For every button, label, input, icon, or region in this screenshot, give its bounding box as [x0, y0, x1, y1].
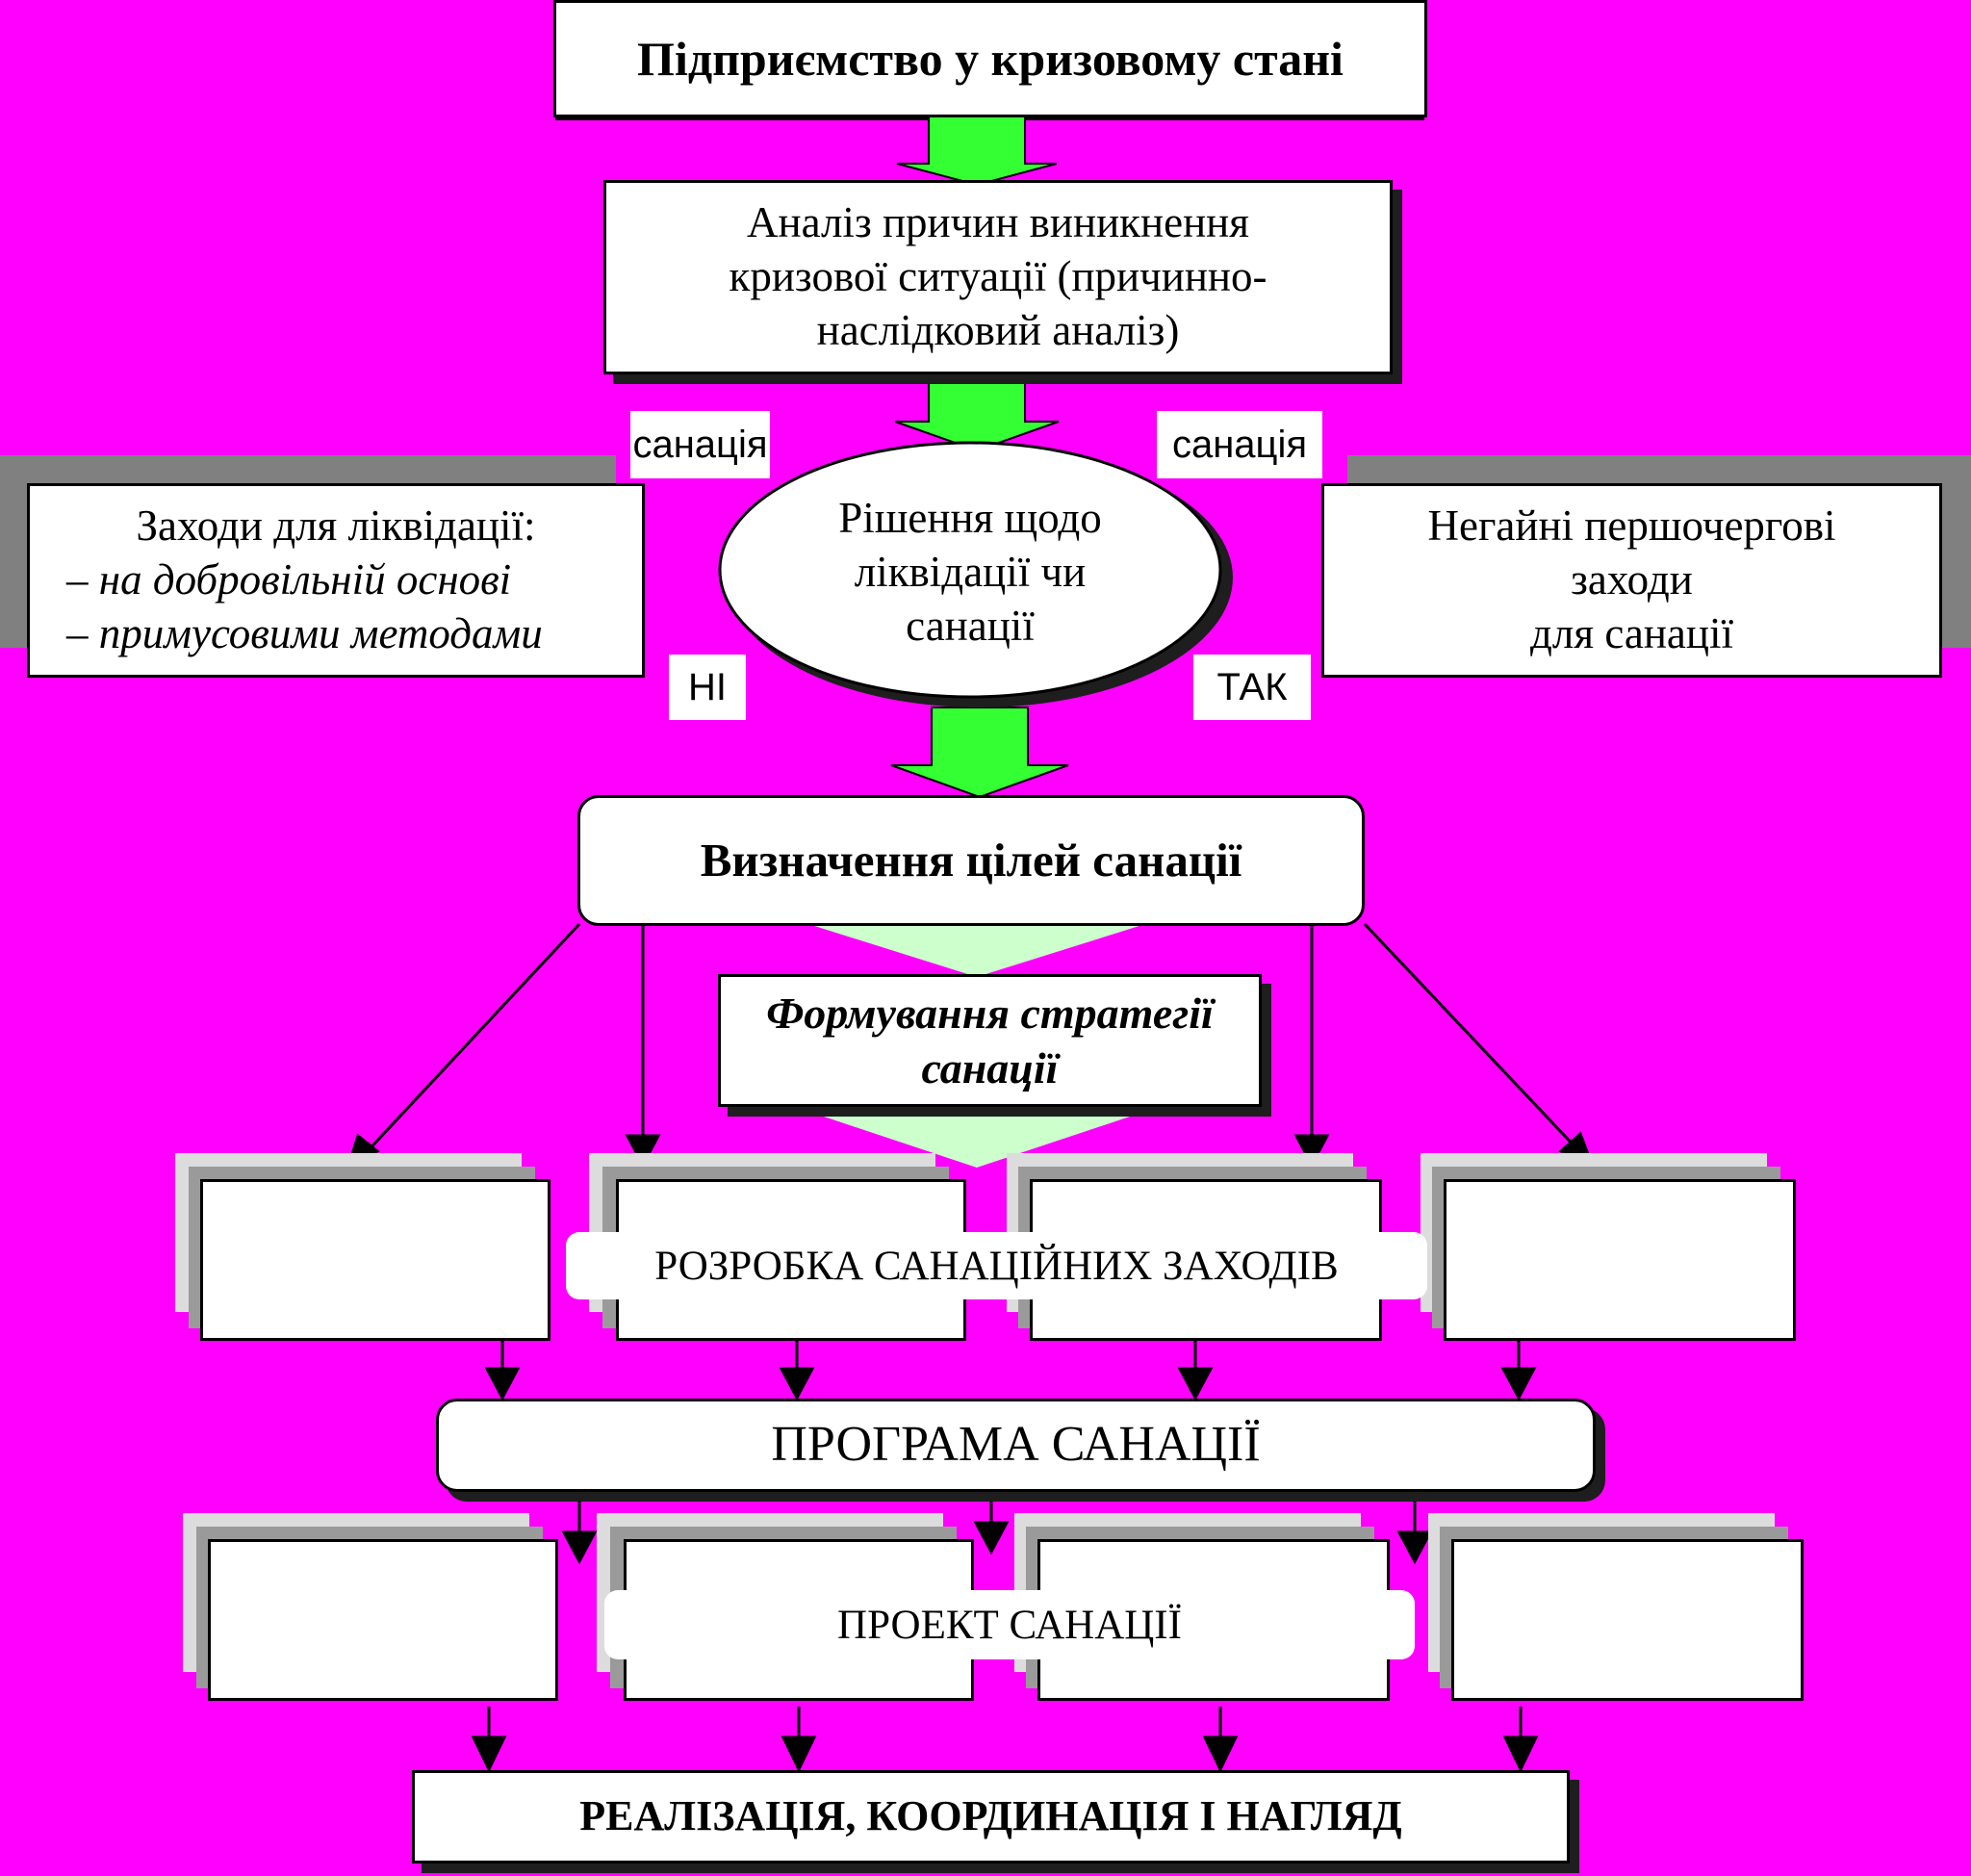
decision-text: Рішення щодо ліквідації чи санації [751, 486, 1190, 659]
decision-line-3: санації [906, 601, 1035, 650]
program-arrow-3 [1396, 1530, 1433, 1565]
project-card-1 [208, 1539, 558, 1701]
measure-arrow-4 [1500, 1367, 1537, 1401]
yes-label: ТАК [1193, 655, 1311, 720]
program-text: ПРОГРАМА САНАЦІЇ [771, 1417, 1261, 1473]
urgent-line-2: заходи [1571, 555, 1693, 604]
program-arrow-2 [973, 1521, 1010, 1555]
sanatsiya-label-left: санація [630, 411, 770, 478]
decision-line-2: ліквідації чи [854, 548, 1087, 597]
goals-arrow-4 [1363, 922, 1580, 1152]
project-arrow-3 [1202, 1735, 1239, 1773]
measures-development-banner: РОЗРОБКА САНАЦІЙНИХ ЗАХОДІВ [566, 1232, 1427, 1299]
urgent-line-3: для санації [1530, 608, 1733, 657]
measure-card-4 [1444, 1179, 1796, 1341]
measures-banner-text: РОЗРОБКА САНАЦІЙНИХ ЗАХОДІВ [654, 1243, 1339, 1289]
enterprise-crisis-box: Підприємство у кризовому стані [553, 0, 1427, 117]
strategy-formation-box: Формування стратегії санації [718, 974, 1262, 1107]
measure-arrow-1 [484, 1367, 521, 1401]
goals-arrowhead-3 [1293, 1134, 1330, 1169]
goals-arrowhead-2 [625, 1134, 661, 1169]
project-arrow-1 [471, 1735, 507, 1773]
final-text: РЕАЛІЗАЦІЯ, КООРДИНАЦІЯ І НАГЛЯД [579, 1792, 1402, 1840]
no-label: НІ [669, 655, 746, 720]
project-card-4 [1451, 1539, 1804, 1701]
green-arrow-2 [894, 373, 1060, 452]
cause-analysis-box: Аналіз причин виникнення кризової ситуац… [603, 180, 1393, 374]
liquidation-measures-box: Заходи для ліквідації: – на добровільній… [27, 483, 645, 678]
sanation-goals-box: Визначення цілей санації [577, 795, 1365, 926]
goals-text: Визначення цілей санації [700, 833, 1242, 887]
liquidation-title: Заходи для ліквідації: [136, 501, 536, 551]
measure-arrow-3 [1177, 1367, 1214, 1401]
sanation-program-box: ПРОГРАМА САНАЦІЇ [436, 1399, 1596, 1492]
decision-line-1: Рішення щодо [838, 494, 1102, 543]
green-arrow-1 [896, 115, 1058, 187]
strategy-line-1: Формування стратегії [766, 988, 1214, 1038]
program-arrow-1 [561, 1530, 598, 1565]
project-banner-text: ПРОЕКТ САНАЦІЇ [837, 1602, 1182, 1648]
sanatsiya-label-right: санація [1157, 411, 1322, 478]
analysis-line-2: кризової ситуації (причинно- [729, 252, 1267, 301]
enterprise-crisis-text: Підприємство у кризовому стані [637, 32, 1344, 86]
strategy-line-2: санації [921, 1043, 1059, 1092]
light-green-triangle-2 [818, 1115, 1136, 1168]
sanation-project-banner: ПРОЕКТ САНАЦІЇ [604, 1590, 1415, 1659]
implementation-box: РЕАЛІЗАЦІЯ, КООРДИНАЦІЯ І НАГЛЯД [412, 1770, 1570, 1863]
urgent-line-1: Негайні першочергові [1427, 501, 1836, 551]
analysis-line-1: Аналіз причин виникнення [747, 198, 1249, 247]
measure-card-1 [200, 1179, 550, 1341]
liquidation-forced: – примусовими методами [66, 608, 543, 657]
project-arrow-4 [1502, 1735, 1539, 1773]
green-arrow-3 [890, 707, 1069, 799]
analysis-line-3: наслідковий аналіз) [816, 305, 1180, 354]
liquidation-voluntary: – на добровільній основі [66, 555, 512, 604]
urgent-measures-box: Негайні першочергові заходи для санації [1321, 483, 1942, 678]
goals-arrow-1 [362, 922, 581, 1157]
light-green-triangle-1 [808, 924, 1145, 977]
measure-arrow-2 [779, 1367, 815, 1401]
project-arrow-2 [781, 1735, 817, 1773]
